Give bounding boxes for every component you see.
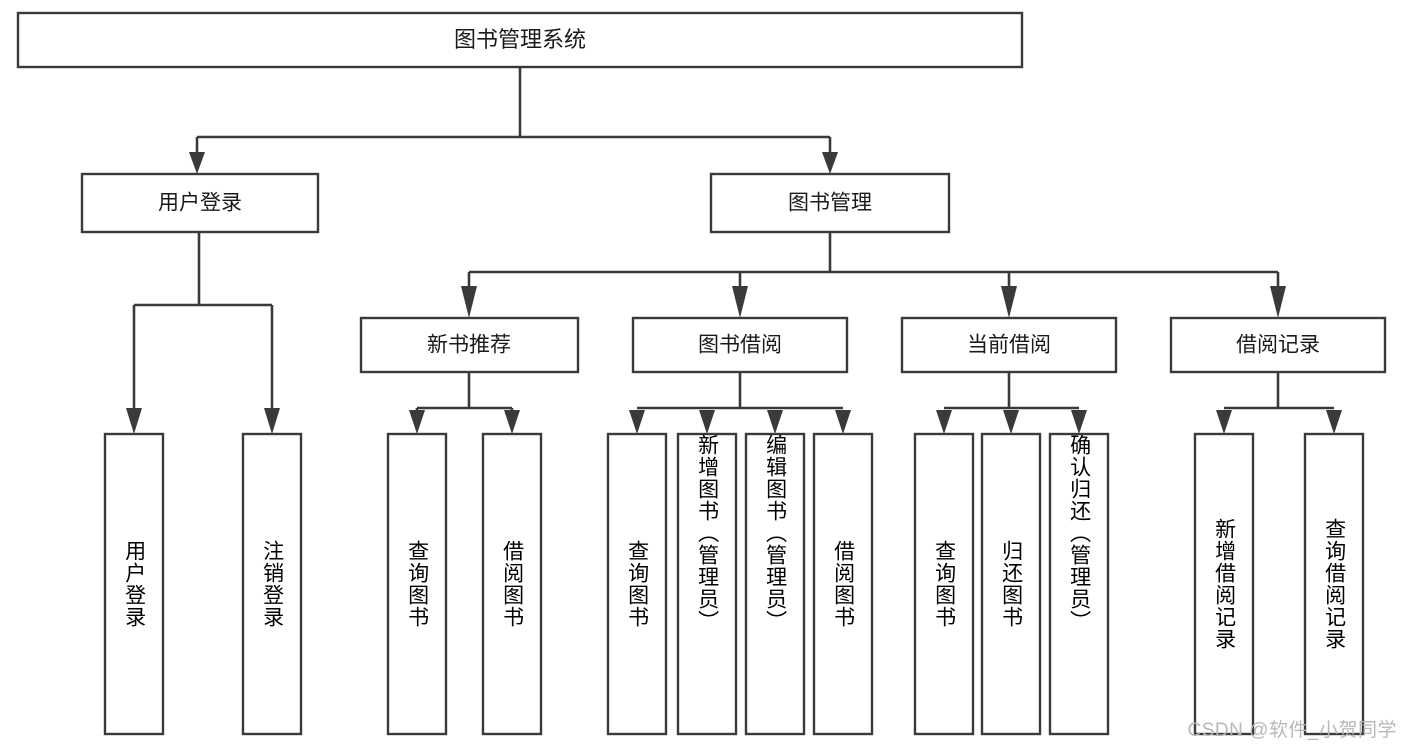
connector-group-book-manage xyxy=(461,232,1286,318)
arrow-head-leaf-user-logout xyxy=(264,408,280,434)
arrow-head-leaf-query-record xyxy=(1326,410,1342,434)
arrow-head-leaf-query-book-2 xyxy=(629,410,645,434)
node-root[interactable]: 图书管理系统 xyxy=(16,11,1024,69)
leaf-box-query-record[interactable] xyxy=(1303,432,1365,736)
connector-group-book-borrow xyxy=(629,372,851,434)
node-book-borrow-box[interactable] xyxy=(631,316,849,374)
leaf-box-user-login[interactable] xyxy=(103,432,165,736)
node-book-manage-box[interactable] xyxy=(709,172,951,234)
node-new-book-recommend[interactable]: 新书推荐 xyxy=(359,316,580,374)
leaf-box-add-book[interactable] xyxy=(676,432,738,736)
leaf-box-borrow-book-2[interactable] xyxy=(812,432,874,736)
leaf-box-user-logout[interactable] xyxy=(241,432,303,736)
leaf-box-query-book-3[interactable] xyxy=(913,432,975,736)
node-current-borrow[interactable]: 当前借阅 xyxy=(900,316,1118,374)
node-new-book-recommend-box[interactable] xyxy=(359,316,580,374)
watermark-text: CSDN @软件_小贺同学 xyxy=(1187,720,1397,741)
arrow-head-leaf-return-book xyxy=(1003,410,1019,434)
leaf-box-query-book-2[interactable] xyxy=(606,432,668,736)
arrow-head-leaf-query-book-1 xyxy=(409,410,425,434)
leaf-box-edit-book[interactable] xyxy=(744,432,806,736)
arrow-head-leaf-user-login xyxy=(126,408,142,434)
node-book-manage[interactable]: 图书管理 xyxy=(709,172,951,234)
node-root-box[interactable] xyxy=(16,11,1024,69)
connector-group-current-borrow xyxy=(936,372,1087,434)
leaf-box-query-book-1[interactable] xyxy=(386,432,448,736)
arrow-head-current-borrow xyxy=(1001,286,1017,318)
node-user-login-label: 用户登录 xyxy=(158,192,242,215)
connector-group-borrow-record xyxy=(1216,372,1342,434)
node-new-book-recommend-label: 新书推荐 xyxy=(427,334,511,357)
leaf-box-return-book[interactable] xyxy=(980,432,1042,736)
node-book-manage-label: 图书管理 xyxy=(788,192,872,215)
arrow-head-borrow-record xyxy=(1270,286,1286,318)
arrow-head-leaf-query-book-3 xyxy=(936,410,952,434)
arrow-head-new-book-recommend xyxy=(461,286,477,318)
arrow-head-user-login xyxy=(189,152,205,174)
connector-group-new-book-recommend xyxy=(409,372,520,434)
arrow-head-leaf-borrow-book-1 xyxy=(504,410,520,434)
leaf-box-confirm-return[interactable] xyxy=(1048,432,1110,736)
connector-group-user-login xyxy=(126,232,280,434)
arrow-head-book-borrow xyxy=(732,286,748,318)
node-current-borrow-label: 当前借阅 xyxy=(967,334,1051,357)
arrow-head-book-manage xyxy=(822,152,838,174)
node-root-label: 图书管理系统 xyxy=(454,27,586,52)
node-book-borrow[interactable]: 图书借阅 xyxy=(631,316,849,374)
node-borrow-record-box[interactable] xyxy=(1169,316,1387,374)
arrow-head-leaf-confirm-return xyxy=(1071,410,1087,434)
node-book-borrow-label: 图书借阅 xyxy=(698,334,782,357)
leaf-box-borrow-book-1[interactable] xyxy=(481,432,543,736)
node-user-login-box[interactable] xyxy=(80,172,320,234)
arrow-head-leaf-add-book xyxy=(699,410,715,434)
node-current-borrow-box[interactable] xyxy=(900,316,1118,374)
node-user-login[interactable]: 用户登录 xyxy=(80,172,320,234)
node-borrow-record-label: 借阅记录 xyxy=(1236,334,1320,357)
connector-group-root xyxy=(189,67,838,174)
node-borrow-record[interactable]: 借阅记录 xyxy=(1169,316,1387,374)
leaf-box-add-record[interactable] xyxy=(1193,432,1255,736)
arrow-head-leaf-borrow-book-2 xyxy=(835,410,851,434)
arrow-head-leaf-edit-book xyxy=(767,410,783,434)
arrow-head-leaf-add-record xyxy=(1216,410,1232,434)
